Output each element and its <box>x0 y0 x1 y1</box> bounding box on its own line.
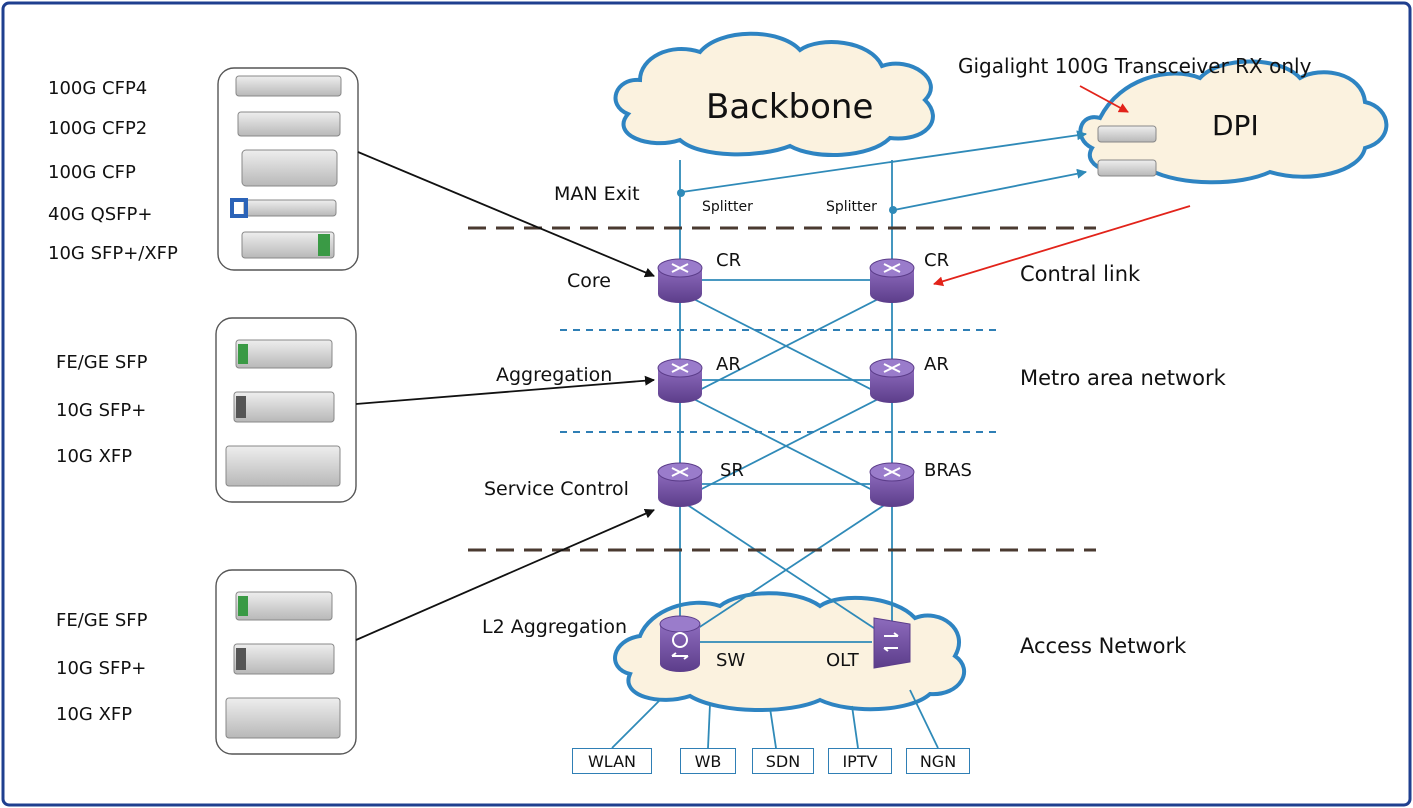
backbone-label: Backbone <box>706 87 874 127</box>
module-label: FE/GE SFP <box>56 352 148 373</box>
node-label-cr: CR <box>716 250 742 271</box>
cfp2-module-image <box>237 111 341 137</box>
red-callouts <box>933 85 1191 287</box>
node-label-ar: AR <box>716 354 741 375</box>
node-label-ar: AR <box>924 354 949 375</box>
dpi-cloud <box>1078 59 1389 185</box>
tap-links <box>681 130 1087 211</box>
module-label: 10G SFP+ <box>56 400 147 421</box>
cfp-module-image <box>241 149 338 187</box>
node-label-sw: SW <box>716 650 746 671</box>
level-core: Core <box>567 270 611 292</box>
router-bras <box>869 462 915 507</box>
qsfp-module-image <box>243 199 337 217</box>
xfp-image <box>225 445 341 487</box>
service-box-sdn: SDN <box>752 748 814 774</box>
level-aggregation: Aggregation <box>496 364 613 386</box>
router-ar-left <box>657 358 703 403</box>
man-exit-label: MAN Exit <box>554 183 640 205</box>
dpi-label: DPI <box>1212 109 1259 142</box>
router-sr <box>657 462 703 507</box>
service-box-ngn: NGN <box>906 748 970 774</box>
service-box-iptv: IPTV <box>828 748 892 774</box>
node-label-olt: OLT <box>826 650 859 671</box>
transceiver-callout: Gigalight 100G Transceiver RX only <box>958 54 1312 78</box>
olt-device <box>873 617 911 669</box>
xfp-image <box>225 697 341 739</box>
service-box-wlan: WLAN <box>572 748 652 774</box>
splitter-label: Splitter <box>702 199 753 215</box>
level-l2-aggregation: L2 Aggregation <box>482 616 628 638</box>
node-label-cr: CR <box>924 250 950 271</box>
fe-ge-sfp-image <box>235 591 333 621</box>
control-link-callout: Contral link <box>1020 262 1141 286</box>
module-box-3 <box>215 569 357 755</box>
module-label: 40G QSFP+ <box>48 204 153 225</box>
layer-separators <box>468 226 1096 552</box>
level-service-control: Service Control <box>484 478 629 500</box>
router-cr-left <box>657 258 703 303</box>
switch-sw <box>659 615 701 672</box>
module-label: 10G XFP <box>56 704 133 725</box>
splitter-tap-point <box>889 206 897 214</box>
module-label: 10G SFP+ <box>56 658 147 679</box>
module-label: 100G CFP <box>48 162 136 183</box>
zone-access: Access Network <box>1020 634 1187 658</box>
module-label: 10G XFP <box>56 446 133 467</box>
qsfp-pull-tab <box>230 198 248 218</box>
dpi-transceiver-2 <box>1097 159 1157 177</box>
sfp-plus-image <box>233 391 335 423</box>
module-label: 10G SFP+/XFP <box>48 243 178 264</box>
module-arrows <box>355 151 655 641</box>
splitter-label: Splitter <box>826 199 877 215</box>
module-label: FE/GE SFP <box>56 610 148 631</box>
module-label: 100G CFP4 <box>48 78 148 99</box>
module-box-2 <box>215 317 357 503</box>
router-ar-right <box>869 358 915 403</box>
dpi-transceiver-1 <box>1097 125 1157 143</box>
module-label: 100G CFP2 <box>48 118 148 139</box>
sfp-plus-image <box>233 643 335 675</box>
node-label-sr: SR <box>720 460 744 481</box>
backbone-cloud <box>613 31 935 157</box>
cfp4-module-image <box>235 75 342 97</box>
fe-ge-sfp-image <box>235 339 333 369</box>
router-cr-right <box>869 258 915 303</box>
service-box-wb: WB <box>680 748 736 774</box>
zone-metro: Metro area network <box>1020 366 1226 390</box>
node-label-bras: BRAS <box>924 460 972 481</box>
module-box-1 <box>217 67 359 271</box>
sfp-module-image <box>241 231 335 259</box>
man-exit-tap-point <box>677 189 685 197</box>
